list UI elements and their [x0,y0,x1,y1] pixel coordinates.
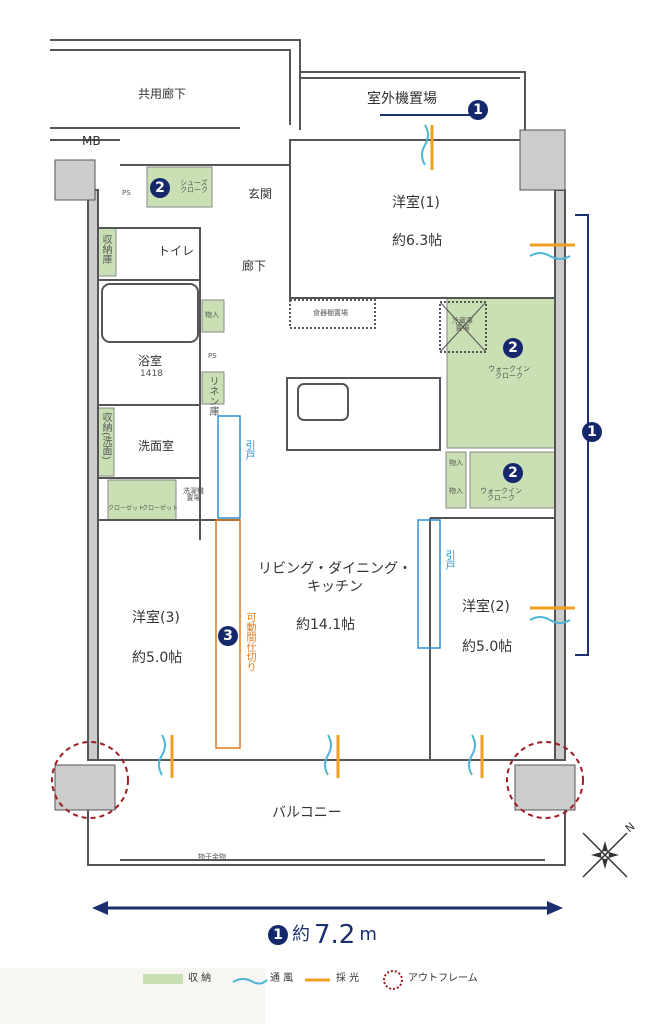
drying-hardware-label: 物干金物 [198,853,226,861]
legend-light: 採 光 [336,973,360,984]
compass-icon [582,832,628,878]
linen-label: リネン庫 [207,376,218,416]
western1-label: 洋室(1) [392,195,440,211]
western2-label: 洋室(2) [462,599,510,615]
badge-2-shoes: 2 [150,178,170,198]
bath-size: 1418 [140,369,163,379]
outframe-marker [506,741,584,819]
badge-3: 3 [218,626,238,646]
corridor-label: 廊下 [242,259,267,273]
badge-1-dim: 1 [268,925,288,945]
badge-1-right: 1 [582,422,602,442]
badge-2-wic1: 2 [503,338,523,358]
storage-in-area [201,299,225,333]
wind-light-marks [158,124,575,778]
storage-in3-label: 物入 [449,487,463,495]
dimension-prefix: 約 [292,924,310,945]
storage-in2-label: 物入 [449,459,463,467]
wic1-label: ウォークイン クローク [488,365,530,380]
legend-storage-swatch [143,974,183,984]
closet2-label: クローゼット [142,505,179,512]
legend-wind-swatch [232,978,268,985]
badge-2-wic2: 2 [503,463,523,483]
wic1-area [446,297,556,449]
common-corridor-label: 共用廊下 [138,87,187,101]
ldk-size: 約14.1帖 [296,617,356,633]
western3-size: 約5.0帖 [132,650,183,666]
entrance-label: 玄関 [248,187,273,201]
sliding-door-frame [417,519,441,649]
outdoor-unit-label: 室外機置場 [367,91,437,107]
western3-label: 洋室(3) [132,610,180,626]
movable-partition-frame [215,519,241,749]
wash-storage-label: 収納(洗面) [100,412,111,460]
dimension-value: 7.2 [314,920,356,950]
sliding-door-frame [217,415,241,519]
balcony-label: バルコニー [272,805,342,821]
legend-outframe-swatch [383,970,403,990]
bath-label: 浴室 [138,354,163,368]
badge-1-outdoor: 1 [468,100,488,120]
storage-in-area-2 [445,451,467,509]
ps1-label: PS [122,189,131,197]
ps2-label: PS [208,352,217,360]
wic2-label: ウォークイン クローク [480,487,522,502]
washroom-label: 洗面室 [138,439,175,453]
storage-areas [97,166,556,521]
dimension-unit: m [359,924,377,945]
legend-storage: 収 納 [188,973,212,984]
closet1-label: クローゼット [108,505,145,512]
toilet-label: トイレ [158,244,195,258]
movable-partition-label: 可動間仕切り [244,612,255,672]
closet-area [107,479,177,521]
shoes-cloak-label: シューズ クローク [180,179,208,194]
cupboard-label: 食器棚置場 [313,309,348,317]
western2-size: 約5.0帖 [462,639,513,655]
dimension-label: 1 約 7.2 m [268,922,377,948]
toilet-storage-label: 収納庫 [100,234,111,264]
storage-in1-label: 物入 [205,311,219,319]
outframe-marker [51,741,129,819]
legend-outframe: アウトフレーム [408,973,478,984]
ldk-label: リビング・ダイニング・ キッチン [258,561,412,596]
linen-area [201,371,225,405]
fridge-label: 冷蔵庫 置場 [452,317,473,332]
washer-label: 洗濯機 置場 [183,487,204,502]
western1-size: 約6.3帖 [392,233,443,249]
legend-wind: 通 風 [270,973,294,984]
sliding-door2-label: 引戸 [443,550,454,570]
mb-label: MB [82,134,101,148]
sliding-door1-label: 引戸 [243,440,254,460]
